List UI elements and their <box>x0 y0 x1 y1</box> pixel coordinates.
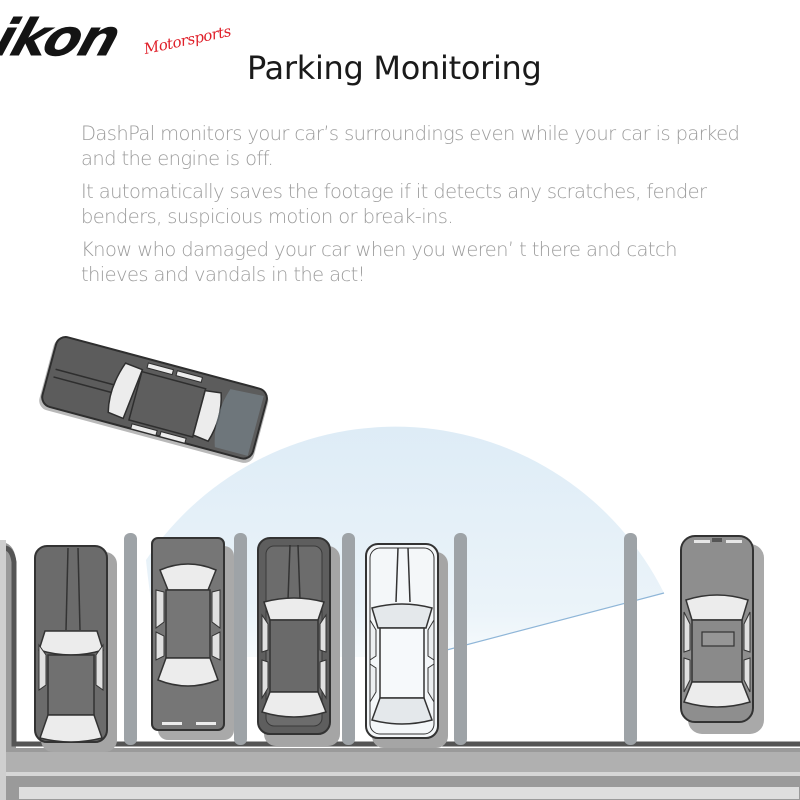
page-title: Parking Monitoring <box>247 49 542 88</box>
description-paragraph-2: It automatically saves the footage if it… <box>81 180 707 228</box>
parking-dividers <box>124 533 637 745</box>
parked-car-6 <box>680 535 764 734</box>
description-paragraph-3: Know who damaged your car when you weren… <box>81 238 677 286</box>
parked-car-1-body <box>34 545 117 752</box>
parked-car-4-monitored <box>365 543 448 748</box>
parked-car-3 <box>257 537 340 746</box>
description-paragraph-1: DashPal monitors your car’s surroundings… <box>81 122 740 170</box>
moving-car <box>39 336 269 463</box>
feature-description: DashPal monitors your car’s surroundings… <box>81 121 741 295</box>
parked-car-2 <box>151 537 234 740</box>
parking-curb <box>0 540 800 800</box>
